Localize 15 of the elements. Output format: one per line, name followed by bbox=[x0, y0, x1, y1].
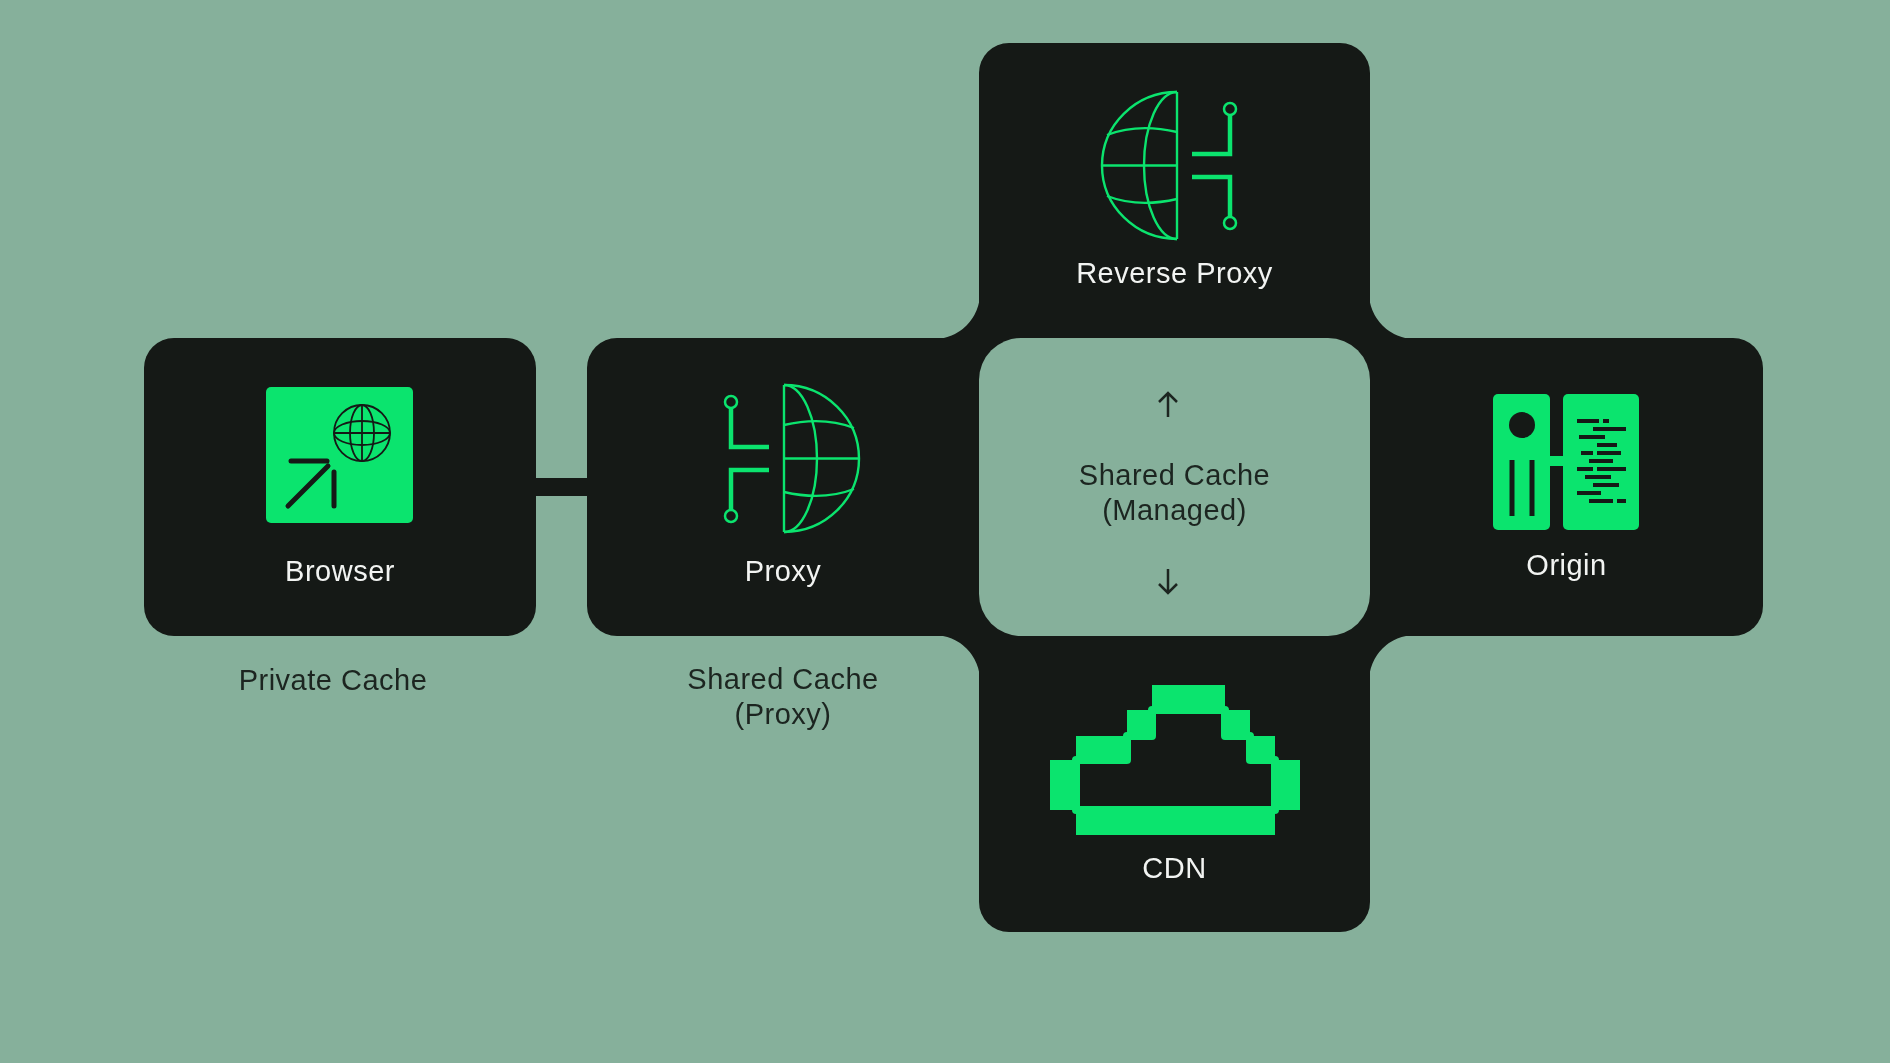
node-tile bbox=[1370, 338, 1763, 636]
node-label: Origin bbox=[1526, 547, 1607, 583]
node-tile bbox=[979, 43, 1370, 338]
node-label: Shared Cache (Managed) bbox=[1077, 458, 1272, 528]
node-label: Browser bbox=[285, 553, 395, 589]
node-label: CDN bbox=[1142, 850, 1207, 886]
node-tile bbox=[587, 338, 979, 636]
rounded-panel bbox=[979, 338, 1370, 636]
node-label: Private Cache bbox=[238, 662, 428, 698]
node-label: Proxy bbox=[744, 553, 822, 589]
node-label: Shared Cache (Proxy) bbox=[686, 662, 880, 732]
node-tile bbox=[144, 338, 536, 636]
connector bbox=[536, 478, 587, 496]
node-label: Reverse Proxy bbox=[1076, 255, 1273, 291]
node-tile bbox=[979, 636, 1370, 932]
